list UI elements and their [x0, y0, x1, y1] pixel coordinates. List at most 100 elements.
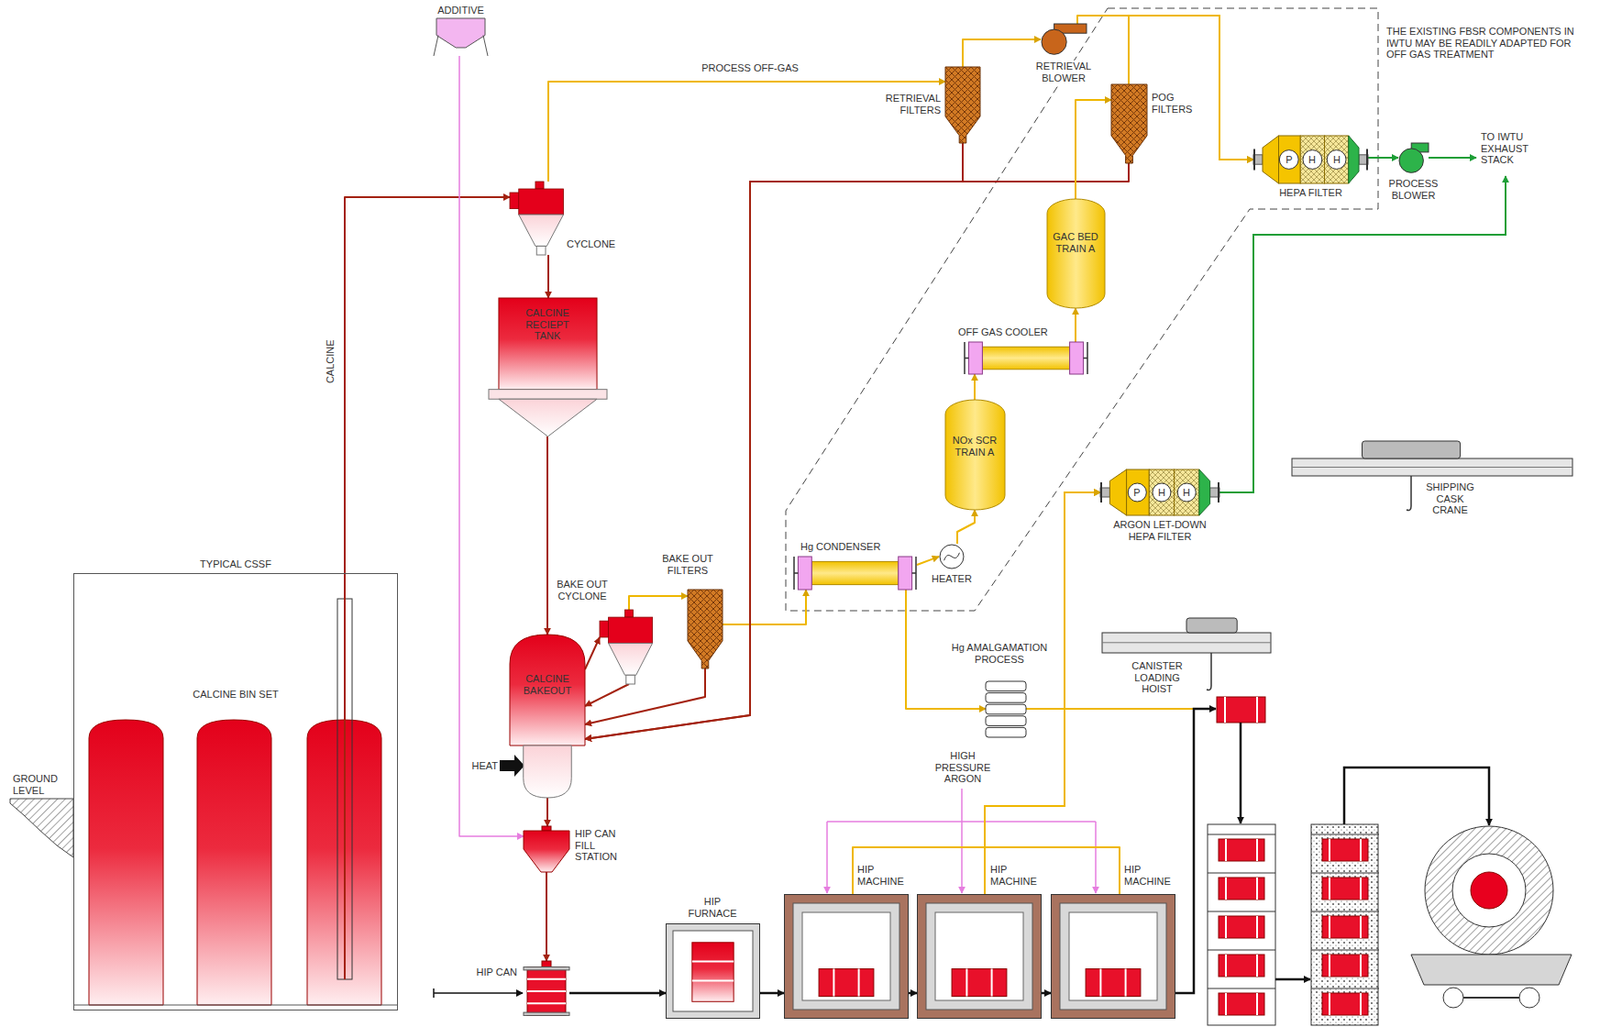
hip-can-shape-part	[527, 979, 566, 1004]
hip-furnace: HIP FURNACE	[665, 923, 761, 1019]
shipping-cask-part	[1519, 987, 1540, 1008]
hip-machine-shape-part	[917, 894, 1042, 1019]
hg-condenser-shape	[793, 556, 917, 590]
flow-line	[722, 589, 806, 625]
canister-handling-part	[1207, 824, 1276, 1026]
argon-hepa-filter-shape-part	[1152, 483, 1171, 502]
canister-handling-part-part	[1322, 877, 1369, 900]
off-gas-cooler-shape-part	[1070, 342, 1084, 375]
component-label: CALCINE BIN SET	[73, 688, 398, 701]
hip-machine-shape-part	[833, 969, 859, 997]
hip-machine-shape-part	[1051, 894, 1176, 1019]
argon-hepa-filter-shape-part	[1126, 469, 1150, 516]
calcine-bins-part	[73, 1004, 398, 1006]
canister-handling-part-part	[1311, 911, 1380, 913]
canister-handling-part-part	[1329, 915, 1361, 938]
canister-handling-part-part	[1311, 834, 1380, 836]
hip-machine: HIP MACHINE	[783, 893, 909, 1019]
heater-shape-part	[939, 544, 964, 569]
shipping-cask-crane-shape-part	[1291, 458, 1573, 476]
canister-handling-part-part	[1207, 834, 1276, 836]
cssf-building-shape	[73, 573, 398, 1011]
shipping-cask-crane: SHIPPING CASK CRANE	[1291, 441, 1573, 476]
nox-scr: NOx SCR TRAIN A	[945, 399, 1005, 510]
hip-machine-shape-part	[784, 894, 909, 1019]
nox-scr-shape-part	[945, 399, 1005, 510]
argon-hepa-filter-shape-part	[1199, 469, 1211, 516]
component-label: CANISTER LOADING HOIST	[1120, 660, 1194, 696]
cssf-building-shape-part	[74, 573, 398, 1011]
amalgamation-unit-shape-part	[985, 693, 1027, 704]
canister-handling-part	[1224, 696, 1258, 723]
argon-hepa-filter-shape-part	[1148, 469, 1174, 516]
component-label: NOx SCR TRAIN A	[951, 434, 998, 458]
flow-line	[584, 163, 1129, 740]
additive-hopper-shape-part	[433, 34, 488, 56]
flow-line	[908, 992, 917, 995]
hip-machine-shape	[916, 893, 1042, 1019]
canister-handling-part-part	[1311, 949, 1380, 951]
hip-can-shape-part	[541, 960, 552, 968]
component-label: HIP FURNACE	[680, 895, 745, 919]
heat-label: HEAT	[464, 760, 498, 773]
hg-condenser-shape-part	[797, 556, 812, 590]
calcine-bins	[73, 719, 398, 1005]
hepa-filter-shape-part	[1302, 150, 1323, 170]
shipping-cask-crane-shape	[1291, 441, 1573, 476]
pog-filters-shape	[1111, 84, 1148, 164]
canister-loading-hoist-shape-part	[1186, 617, 1237, 633]
additive-hopper: ADDITIVE	[436, 18, 486, 56]
component-label: HIP MACHINE	[990, 863, 1046, 887]
hg-condenser: Hg CONDENSER	[793, 556, 917, 590]
flow-line	[973, 374, 976, 400]
receipt-tank-shape-part	[498, 398, 597, 437]
component-label: GAC BED TRAIN A	[1052, 231, 1099, 254]
canister-handling-part-part	[1218, 915, 1265, 938]
shipping-cask-part	[1424, 826, 1554, 955]
canister-handling-part-part	[1207, 949, 1276, 951]
retrieval-blower-shape	[1040, 23, 1087, 56]
hip-furnace-shape	[665, 923, 761, 1019]
hepa-filter-shape-part	[1279, 150, 1299, 170]
hip-furnace-shape-part	[692, 942, 734, 1002]
bakeout-cyclone: BAKE OUT CYCLONE	[599, 609, 659, 685]
supply-label: HIGH PRESSURE ARGON	[926, 750, 1000, 785]
component-label: Hg AMALGAMATION PROCESS	[944, 641, 1055, 665]
heat-arrow-part	[499, 754, 525, 777]
heater: HEATER	[938, 543, 965, 570]
component-label: HIP CAN	[466, 966, 518, 979]
argon-supply-lines	[827, 788, 1096, 894]
component-label: CALCINE RECIEPT TANK	[519, 307, 575, 343]
process-blower: PROCESS BLOWER	[1398, 143, 1429, 174]
hip-furnace-shape-part	[692, 961, 734, 982]
line-label: CALCINE	[324, 333, 337, 389]
flow-line	[1074, 308, 1077, 343]
canister-handling-part	[1216, 696, 1266, 723]
hip-furnace-shape-part	[666, 924, 761, 1019]
hip-can-shape	[523, 960, 570, 1022]
component-label: ADDITIVE	[423, 4, 498, 17]
flow-line	[546, 797, 549, 827]
component-label: H	[1154, 486, 1170, 499]
argon-hepa-filter: PHHARGON LET-DOWN HEPA FILTER	[1100, 469, 1220, 516]
argon-hepa-filter-shape-part	[1109, 469, 1126, 516]
hip-machine-shape	[1050, 893, 1176, 1019]
canister-handling-part-part	[1207, 872, 1276, 874]
hip-machine: HIP MACHINE	[1050, 893, 1176, 1019]
flow-line	[1075, 99, 1112, 199]
component-label: H	[1329, 154, 1345, 166]
canister-handling-part-part	[1225, 954, 1258, 977]
flow-line	[344, 197, 510, 574]
hepa-filter-shape-part	[1300, 135, 1325, 184]
canister-handling-part-part	[1218, 877, 1265, 900]
hepa-filter-shape-part	[1348, 135, 1359, 184]
amalgamation-unit-shape-part	[985, 727, 1027, 738]
component-label: ARGON LET-DOWN HEPA FILTER	[1100, 518, 1220, 542]
hip-machine-shape-part	[926, 903, 1033, 1010]
heater-shape-part	[944, 552, 960, 561]
flow-line	[584, 684, 629, 707]
fbsr-boundary-part	[785, 8, 1379, 611]
hip-machine-shape-part	[951, 969, 1007, 997]
component-label: PROCESS BLOWER	[1388, 177, 1439, 201]
